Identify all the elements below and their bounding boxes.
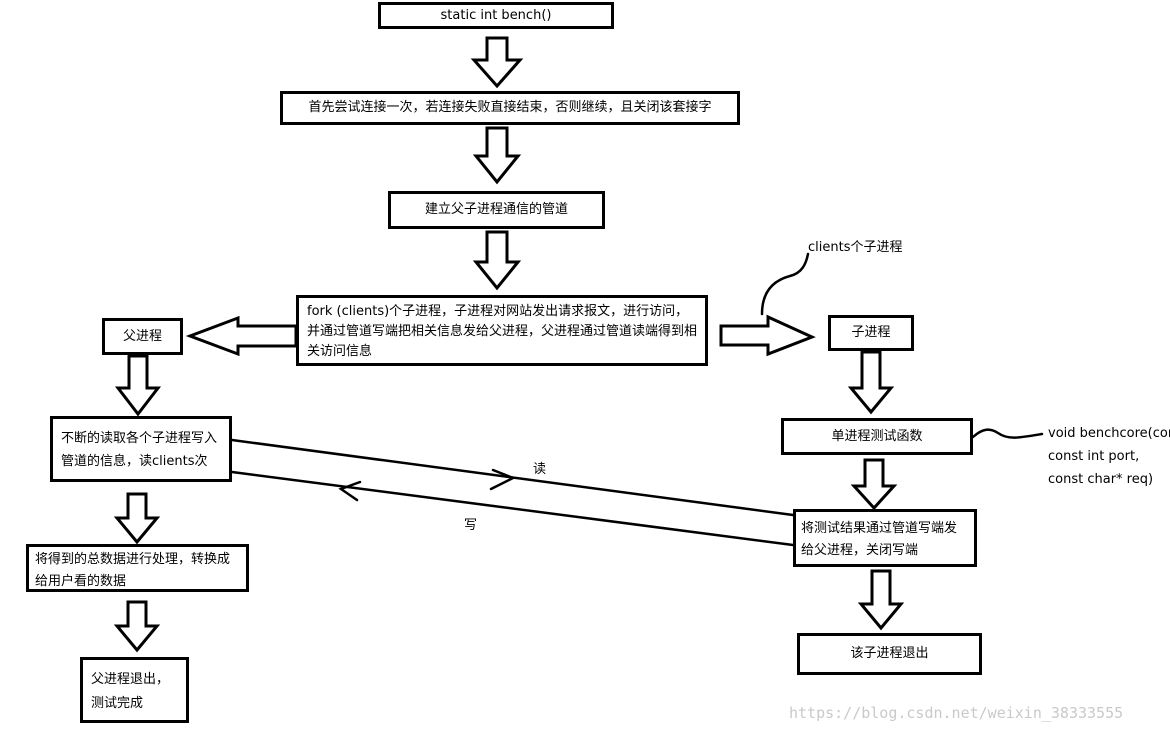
bench-label: static int bench() — [440, 7, 552, 23]
parent-box: 父进程 — [102, 318, 183, 355]
fork-label: fork (clients)个子进程，子进程对网站发出请求报文，进行访问，并通过… — [307, 304, 698, 359]
bench-box: static int bench() — [378, 2, 614, 29]
write-result-label: 将测试结果通过管道写端发给父进程，关闭写端 — [801, 521, 958, 558]
benchcore-signature-line-2: const int port, — [1048, 449, 1140, 464]
child-label: 子进程 — [851, 325, 891, 340]
down-arrow-benchcore — [850, 458, 898, 511]
parent-exit-label: 父进程退出，测试完成 — [91, 672, 170, 711]
clients-children-annotation: clients个子进程 — [808, 240, 903, 255]
parent-exit-box: 父进程退出，测试完成 — [80, 657, 189, 723]
try-connect-label: 首先尝试连接一次，若连接失败直接结束，否则继续，且关闭该套接字 — [308, 100, 712, 115]
down-arrow-bench — [470, 36, 524, 89]
benchcore-signature-line-3: const char* req) — [1048, 472, 1154, 487]
write-edge-label: 写 — [464, 518, 478, 533]
benchcore-signature-line-1: void benchcore(con — [1048, 426, 1170, 441]
watermark: https://blog.csdn.net/weixin_38333555 — [789, 704, 1124, 722]
fork-box: fork (clients)个子进程，子进程对网站发出请求报文，进行访问，并通过… — [296, 295, 708, 366]
try-connect-box: 首先尝试连接一次，若连接失败直接结束，否则继续，且关闭该套接字 — [280, 91, 740, 125]
process-box: 将得到的总数据进行处理，转换成给用户看的数据 — [26, 544, 249, 592]
parent-label: 父进程 — [122, 328, 162, 344]
down-arrow-try-connect — [472, 126, 522, 185]
process-label: 将得到的总数据进行处理，转换成给用户看的数据 — [35, 552, 231, 589]
child-exit-box: 该子进程退出 — [797, 633, 982, 675]
down-arrow-pipe — [472, 230, 522, 291]
pipe-box: 建立父子进程通信的管道 — [388, 191, 605, 229]
read-loop-label: 不断的读取各个子进程写入管道的信息，读clients次 — [61, 431, 218, 469]
write-pipe-line — [230, 470, 795, 547]
benchcore-box: 单进程测试函数 — [781, 418, 973, 455]
down-arrow-write-result — [857, 569, 905, 631]
down-arrow-child — [847, 350, 895, 415]
child-exit-label: 该子进程退出 — [850, 646, 929, 661]
down-arrow-parent — [114, 354, 162, 417]
down-arrow-process — [113, 600, 161, 653]
read-pipe-arrowhead — [489, 468, 517, 491]
write-pipe-arrowhead — [338, 480, 362, 502]
right-arrow-to-child — [719, 314, 816, 357]
benchcore-annotation-curve — [971, 428, 1044, 439]
pipe-label: 建立父子进程通信的管道 — [424, 202, 568, 217]
read-edge-label: 读 — [533, 462, 547, 477]
left-arrow-to-parent — [185, 315, 298, 357]
down-arrow-read-loop — [113, 492, 161, 545]
benchcore-label: 单进程测试函数 — [831, 428, 923, 444]
write-result-box: 将测试结果通过管道写端发给父进程，关闭写端 — [793, 509, 977, 567]
clients-annotation-curve — [760, 252, 810, 316]
read-loop-box: 不断的读取各个子进程写入管道的信息，读clients次 — [50, 416, 232, 482]
child-box: 子进程 — [828, 315, 914, 351]
